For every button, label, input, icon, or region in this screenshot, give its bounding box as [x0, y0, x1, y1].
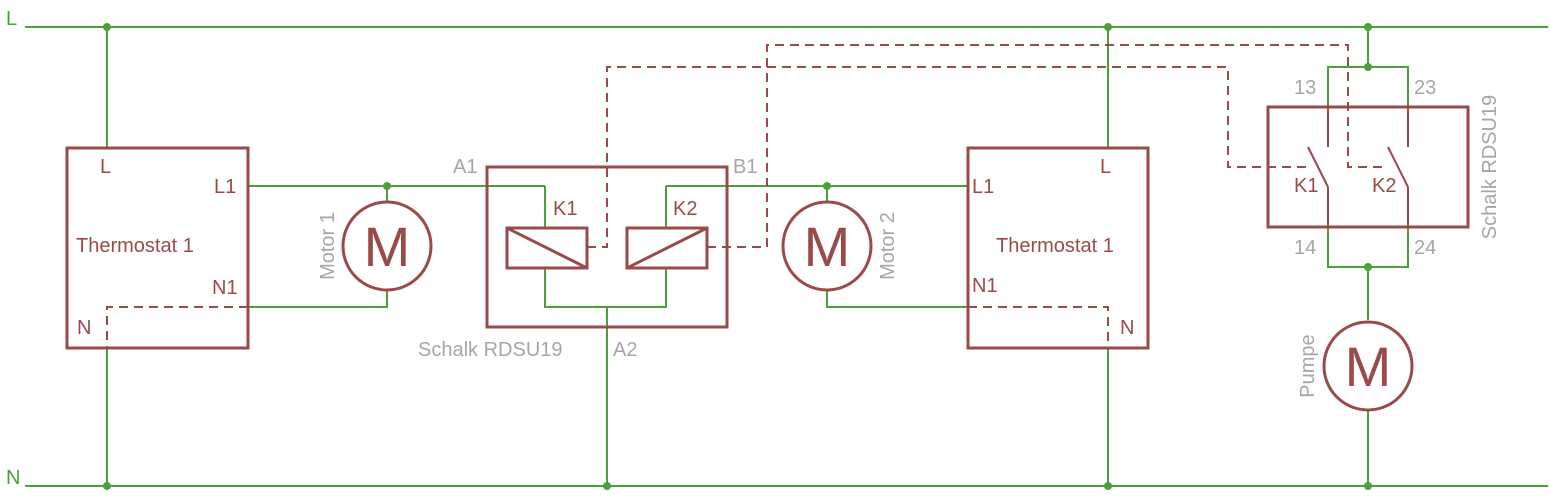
thermostat-2-box — [966, 146, 1150, 350]
pump-motor: M Pumpe — [1297, 320, 1414, 412]
line-rail-label: L — [6, 8, 17, 30]
relay-coil-module: K1 K2 A1 B1 Schalk RDSU19 A2 — [418, 156, 757, 361]
relay-module-name: Schalk RDSU19 — [418, 339, 563, 361]
thermostat-2-title: Thermostat 1 — [996, 235, 1114, 257]
junction-dot — [1104, 482, 1112, 490]
motor-2-symbol-circle — [781, 200, 873, 292]
junction-dot — [1364, 482, 1372, 490]
coil-k1-label: K1 — [553, 198, 577, 220]
relay-pin-B1: B1 — [733, 156, 757, 178]
wire-contacts-top — [1327, 66, 1409, 108]
pump-symbol: M — [1345, 335, 1392, 398]
supply-rails: L N — [6, 8, 1548, 489]
junction-dot — [603, 482, 611, 490]
junction-dot — [383, 182, 391, 190]
motor-2-label: Motor 2 — [877, 212, 899, 280]
junction-dot — [1364, 263, 1372, 271]
thermostat-1-pin-L1: L1 — [214, 176, 236, 198]
relay-contact-module-name: Schalk RDSU19 — [1479, 95, 1501, 240]
junction-dots — [103, 23, 1372, 490]
thermostat-2-internal-link — [968, 306, 1109, 348]
contact-pin-13: 13 — [1294, 77, 1316, 99]
thermostat-2-pin-N: N — [1120, 317, 1134, 339]
contact-k1-label: K1 — [1294, 175, 1318, 197]
junction-dot — [1364, 23, 1372, 31]
wiring — [106, 27, 1409, 486]
coil-k2-label: K2 — [673, 198, 697, 220]
pump-label: Pumpe — [1297, 334, 1319, 397]
contact-k2-blade — [1387, 146, 1409, 188]
contact-pin-24: 24 — [1414, 237, 1436, 259]
mechanical-link-k2 — [707, 44, 1388, 248]
coil-k1-diagonal — [506, 226, 588, 270]
junction-dot — [1104, 23, 1112, 31]
thermostat-1-pin-N1: N1 — [212, 277, 238, 299]
motor-2-symbol: M — [804, 215, 851, 278]
junction-dot — [103, 482, 111, 490]
motor-2: M Motor 2 — [781, 200, 899, 292]
junction-dot — [823, 182, 831, 190]
coil-k2-diagonal — [626, 226, 708, 270]
thermostat-1-internal-link — [106, 306, 248, 348]
junction-dot — [103, 23, 111, 31]
wire-contacts-bottom — [1327, 228, 1409, 268]
motor-1-symbol-circle — [341, 200, 433, 292]
contact-pin-23: 23 — [1414, 77, 1436, 99]
motor-1-symbol: M — [364, 215, 411, 278]
contact-k1-blade — [1307, 146, 1329, 188]
thermostat-2-pin-N1: N1 — [972, 275, 998, 297]
relay-pin-A1: A1 — [453, 156, 477, 178]
thermostat-1-pin-N: N — [77, 317, 91, 339]
wire-coils-common — [544, 268, 667, 308]
contact-pin-14: 14 — [1294, 237, 1316, 259]
thermostat-2-pin-L: L — [1100, 156, 1111, 178]
relay-contact-module: K1 K2 13 23 14 24 Schalk RDSU19 — [1266, 77, 1501, 259]
mechanical-link-k1 — [587, 66, 1308, 248]
contact-k2-label: K2 — [1372, 175, 1396, 197]
thermostat-1-box — [65, 146, 250, 350]
pump-symbol-circle — [1322, 320, 1414, 412]
thermostat-2: L L1 Thermostat 1 N1 N — [966, 146, 1150, 350]
neutral-rail-label: N — [6, 467, 20, 489]
thermostat-2-pin-L1: L1 — [972, 176, 994, 198]
motor-1-label: Motor 1 — [317, 212, 339, 280]
thermostat-1-pin-L: L — [100, 156, 111, 178]
motor-1: M Motor 1 — [317, 200, 433, 292]
thermostat-1: L L1 Thermostat 1 N1 N — [65, 146, 250, 350]
thermostat-1-title: Thermostat 1 — [76, 235, 194, 257]
junction-dot — [1364, 63, 1372, 71]
relay-contact-module-box — [1266, 105, 1470, 229]
relay-pin-A2: A2 — [613, 339, 637, 361]
mechanical-links — [587, 44, 1388, 248]
